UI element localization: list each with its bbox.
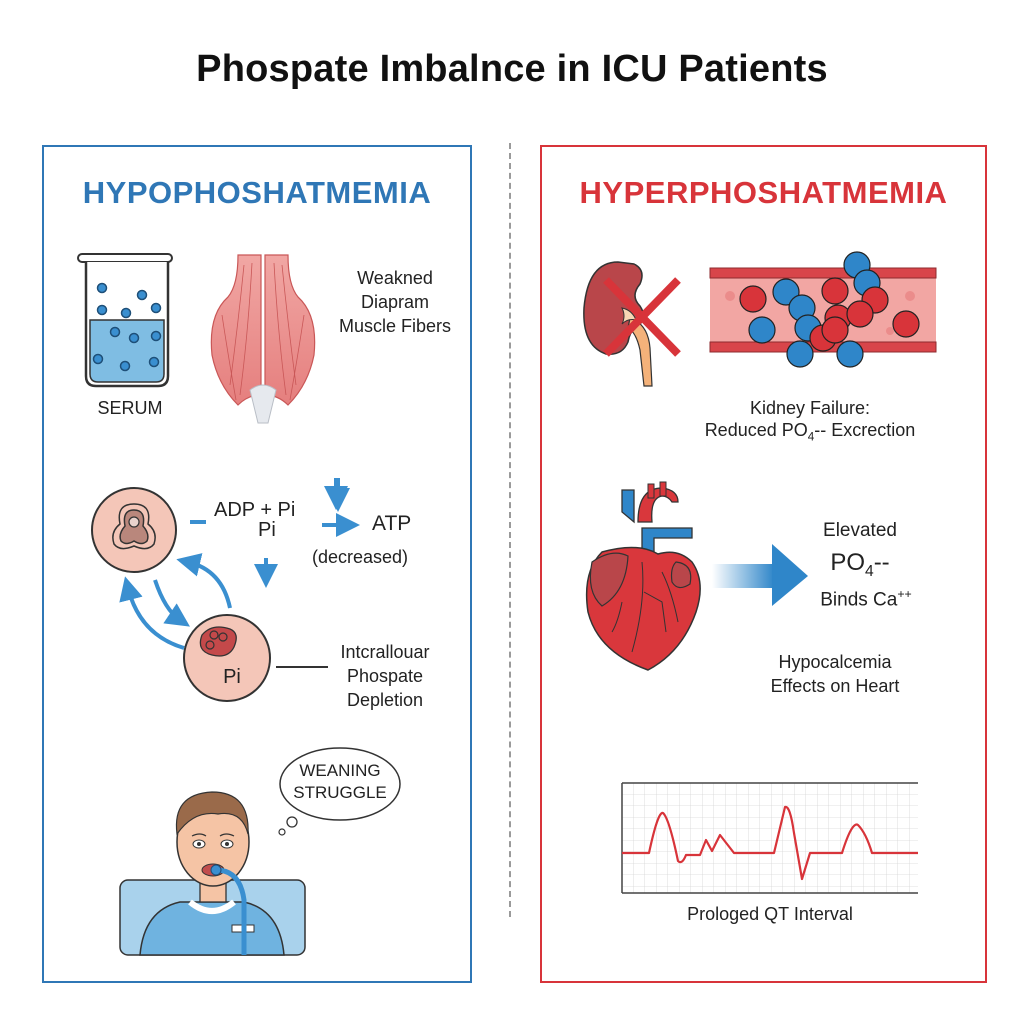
intubated-patient-icon [119, 791, 306, 956]
blood-vessel-ions-icon [709, 251, 937, 368]
ecg-caption: Prologed QT Interval [687, 904, 853, 924]
cycle-arrows-icon [119, 478, 360, 650]
panel-divider [509, 143, 511, 917]
pi-label: Pi [258, 519, 276, 541]
beaker-icon [77, 253, 173, 388]
cell-organelle-icon [91, 487, 177, 573]
elevated-label: Elevated [823, 520, 897, 541]
cell-pi-label: Pi [223, 666, 241, 688]
muscle-label: Weakned Diapram Muscle Fibers [338, 268, 452, 336]
hypophosphatemia-heading: HYPOPHOSHATMEMIA [82, 175, 432, 210]
decreased-label: (decreased) [312, 547, 409, 567]
binds-ca-label: Binds Ca++ [820, 587, 912, 611]
hypophosphatemia-panel: HYPOPHOSHATMEMIA [42, 145, 472, 983]
hypocalcemia-label: Hypocalcemia Effects on Heart [770, 652, 900, 696]
hyperphosphatemia-heading: HYPERPHOSHATMEMIA [579, 175, 948, 210]
speech-bubble-text: WEANING STRUGGLE [293, 761, 387, 802]
heart-icon [585, 481, 701, 671]
depletion-label: Intcrallouar Phospate Depletion [340, 642, 430, 710]
kidney-crossed-icon [583, 261, 681, 387]
atp-label: ATP [372, 512, 412, 535]
ecg-strip-icon [621, 782, 918, 894]
page-title: Phospate Imbalnce in ICU Patients [196, 48, 828, 90]
kidney-caption-line2: Reduced PO4-- Excrection [704, 420, 916, 444]
thought-bubble-icon [278, 747, 401, 836]
arrow-right-icon [712, 544, 808, 606]
diaphragm-muscle-icon [210, 254, 316, 424]
po4-label: PO4-- [830, 549, 890, 580]
leader-line [276, 666, 328, 668]
hyperphosphatemia-panel: HYPERPHOSHATMEMIA [540, 145, 987, 983]
adp-pi-label: ADP + Pi [214, 499, 296, 521]
serum-label: SERUM [97, 398, 163, 418]
kidney-caption-line1: Kidney Failure: [749, 398, 871, 418]
phosphate-cell-icon [183, 614, 271, 702]
